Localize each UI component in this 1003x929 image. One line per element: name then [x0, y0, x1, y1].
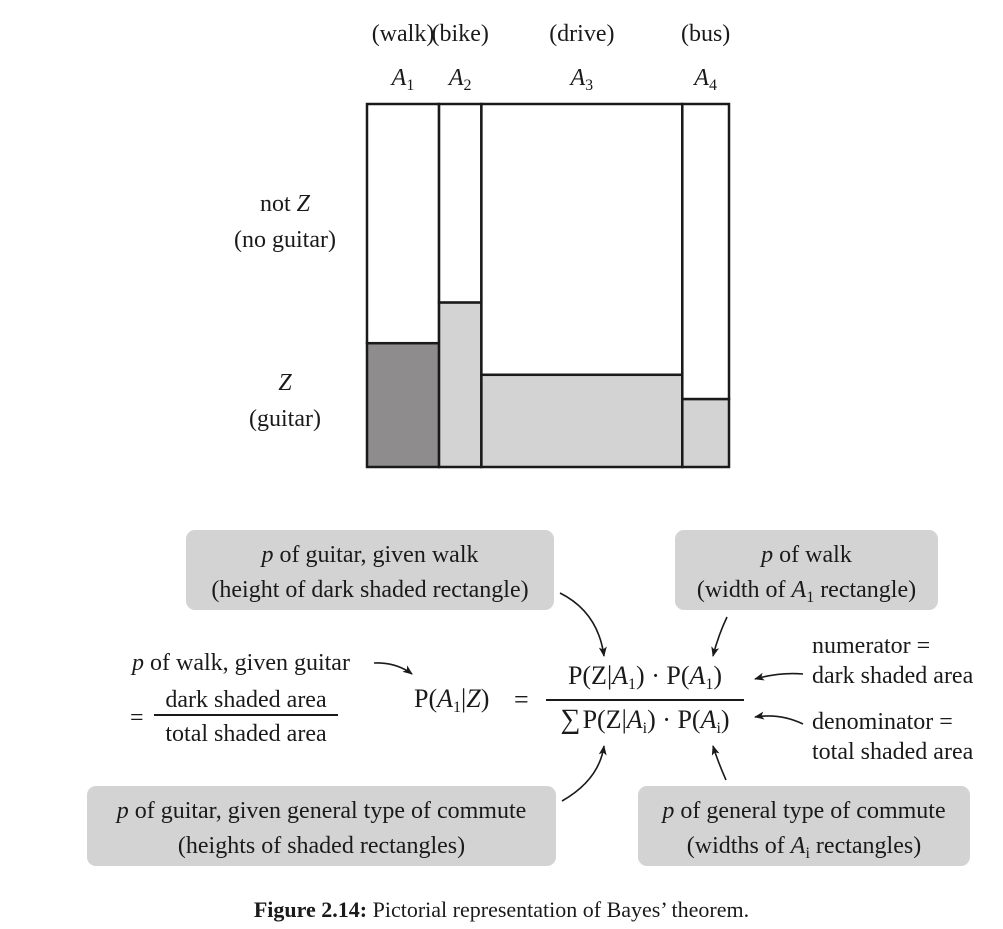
column-event-3: A3 — [570, 65, 594, 94]
mosaic-cell-z-3 — [480, 373, 684, 469]
note-denominator-eq: denominator = — [812, 709, 953, 735]
mosaic-cell-not-z-4 — [681, 102, 731, 401]
note-dark-shaded-area: dark shaded area — [812, 663, 974, 689]
column-category-2: (bike) — [431, 21, 489, 47]
mosaic-cell-not-z-3 — [480, 102, 684, 377]
arrow-guitar-general — [561, 745, 607, 802]
mosaic-cell-z-4 — [681, 397, 731, 469]
mosaic-cell-not-z-1 — [365, 102, 441, 345]
arrow-denominator — [754, 711, 804, 725]
mosaic-cell-z-2 — [437, 301, 483, 469]
column-category-3: (drive) — [549, 21, 615, 47]
formula-numerator: P(Z|A1) · P(A1) — [567, 661, 723, 693]
mosaic-cell-z-1 — [365, 341, 441, 469]
note-equals: = — [130, 705, 144, 731]
label-no-guitar: (no guitar) — [234, 227, 336, 253]
box-guitar-given-general: p of guitar, given general type of commu… — [87, 786, 556, 866]
figure-caption: Figure 2.14: Pictorial representation of… — [253, 897, 750, 922]
note-total-shaded-area: total shaded area — [812, 739, 974, 765]
note-numerator: dark shaded area — [165, 687, 327, 713]
column-event-2: A2 — [448, 65, 472, 94]
box-guitar-given-walk: p of guitar, given walk (height of dark … — [186, 530, 554, 610]
note-numerator-eq: numerator = — [812, 633, 931, 659]
label-guitar: (guitar) — [249, 406, 321, 432]
mosaic-cell-not-z-2 — [437, 102, 483, 304]
arrow-walk-given-guitar — [373, 662, 413, 675]
arrow-guitar-given-walk — [559, 592, 607, 657]
box-general-commute: p of general type of commute (widths of … — [638, 786, 970, 866]
box-p-walk: p of walk (width of A1 rectangle) — [675, 530, 938, 610]
column-event-4: A4 — [694, 65, 717, 94]
arrow-p-walk — [711, 616, 728, 657]
arrow-numerator — [754, 672, 804, 681]
column-category-1: (walk) — [371, 21, 435, 47]
formula-equals: = — [514, 685, 529, 714]
formula-fraction-line — [546, 699, 744, 701]
note-fraction-line — [154, 714, 338, 716]
column-category-4: (bus) — [680, 21, 731, 47]
note-denominator: total shaded area — [165, 721, 327, 747]
note-walk-given-guitar: p of walk, given guitar — [132, 650, 350, 676]
formula-lhs: P(A1|Z) — [414, 684, 490, 716]
arrow-general-commute — [711, 745, 727, 781]
label-z: Z — [278, 370, 292, 396]
label-not-z: not Z — [259, 191, 311, 217]
formula-denominator: ∑ P(Z|Ai) · P(Ai) — [560, 704, 730, 737]
column-event-1: A1 — [391, 65, 415, 94]
